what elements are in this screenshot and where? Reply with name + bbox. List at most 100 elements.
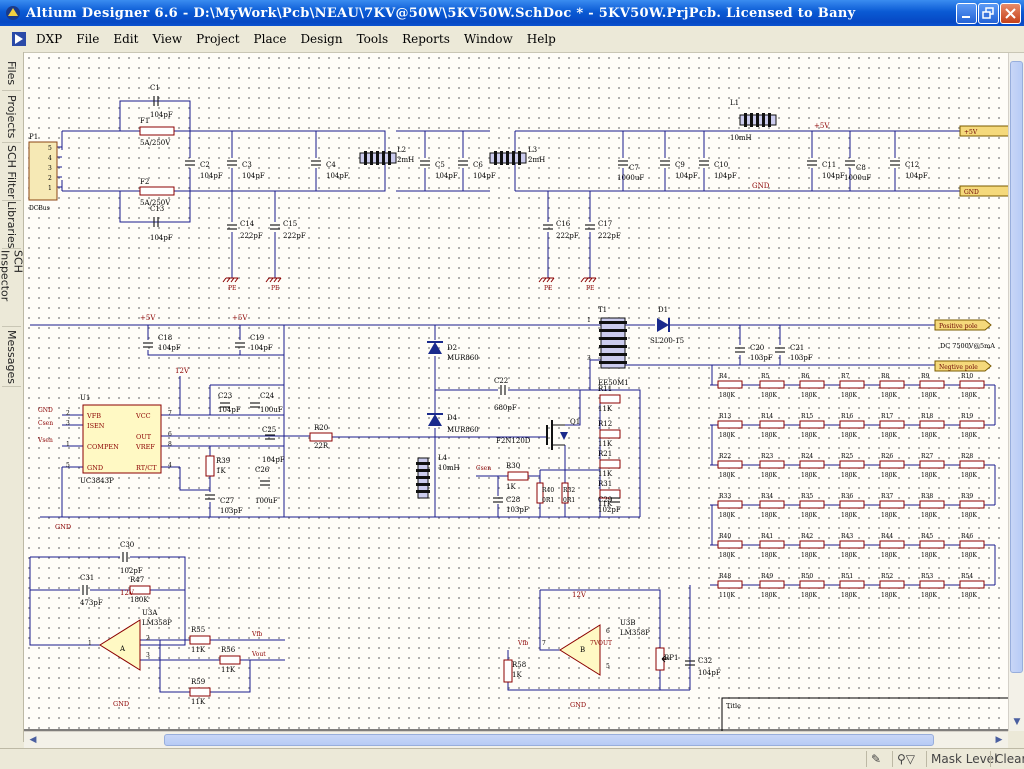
- schematic-label: 102pF: [120, 567, 143, 575]
- schematic-label: Vfb: [251, 631, 263, 638]
- schematic-label: R53: [921, 573, 933, 580]
- mask-level-button[interactable]: Mask Level: [926, 751, 1001, 767]
- schematic-label: 180K: [881, 392, 897, 399]
- menu-project[interactable]: Project: [196, 32, 240, 46]
- schematic-label: R13: [719, 413, 731, 420]
- resistor-divider: [959, 580, 985, 589]
- schematic-label: LM358P: [142, 619, 172, 627]
- schematic-label: R18: [921, 413, 933, 420]
- ic-pin-number: 5: [66, 462, 70, 469]
- schematic-label: C5: [435, 161, 445, 169]
- schematic-label: 11K: [598, 405, 613, 413]
- scroll-right-arrow-icon[interactable]: ▶: [995, 735, 1003, 745]
- resistor-feedback: [599, 429, 621, 439]
- dxp-logo-icon[interactable]: [12, 32, 26, 46]
- resistor-feedback: [599, 394, 621, 404]
- schematic-label: R35: [801, 493, 813, 500]
- schematic-label: 104pF: [200, 172, 223, 180]
- schematic-label: R11: [598, 385, 612, 393]
- tab-sch-inspector[interactable]: SCH Inspector: [0, 250, 25, 327]
- resistor-divider: [959, 540, 985, 549]
- vertical-scrollbar[interactable]: ▼: [1008, 53, 1024, 731]
- schematic-label: MUR860: [447, 354, 479, 362]
- schematic-label: 180K: [801, 432, 817, 439]
- restore-button[interactable]: [978, 3, 999, 24]
- schematic-label: R41: [761, 533, 773, 540]
- y-capacitor: [543, 224, 553, 230]
- title-bar: Altium Designer 6.6 - D:\MyWork\Pcb\NEAU…: [0, 0, 1024, 26]
- resistor-divider: [717, 500, 743, 509]
- schematic-label: R28: [961, 453, 973, 460]
- schematic-label: 180K: [841, 472, 857, 479]
- filter-icon[interactable]: ⚲▽: [892, 751, 927, 767]
- menu-window[interactable]: Window: [463, 32, 513, 46]
- schematic-label: R49: [761, 573, 773, 580]
- schematic-label: 180K: [921, 552, 937, 559]
- menu-edit[interactable]: Edit: [113, 32, 139, 46]
- schematic-label: 1000uF: [844, 174, 871, 182]
- scroll-left-arrow-icon[interactable]: ◀: [29, 735, 37, 745]
- vertical-scroll-thumb[interactable]: [1010, 61, 1023, 673]
- net-port: [934, 360, 992, 372]
- schematic-label: R46: [961, 533, 973, 540]
- schematic-label: R24: [801, 453, 813, 460]
- schematic-label: 180K: [761, 472, 777, 479]
- menu-file[interactable]: File: [76, 32, 100, 46]
- horizontal-scroll-thumb[interactable]: [164, 734, 934, 746]
- menu-dxp[interactable]: DXP: [36, 32, 63, 46]
- schematic-label: C11: [822, 161, 836, 169]
- menu-reports[interactable]: Reports: [402, 32, 450, 46]
- schematic-label: 180K: [841, 512, 857, 519]
- tab-projects[interactable]: Projects: [2, 92, 21, 143]
- resistor-r30: [507, 471, 529, 481]
- schematic-label: 7VOUT: [590, 640, 612, 647]
- resistor-r55: [189, 635, 211, 645]
- ic-pin-name: OUT: [136, 433, 152, 441]
- tab-files[interactable]: Files: [2, 56, 21, 91]
- filter-capacitor: [420, 160, 430, 166]
- tab-libraries[interactable]: Libraries: [2, 201, 21, 249]
- tab-sch-filter[interactable]: SCH Filter: [2, 144, 21, 201]
- close-button[interactable]: [1000, 3, 1021, 24]
- close-icon: [1005, 8, 1016, 19]
- pen-icon[interactable]: ✎: [866, 751, 891, 767]
- menu-tools[interactable]: Tools: [356, 32, 389, 46]
- altium-app-icon[interactable]: [5, 5, 21, 21]
- resistor-divider: [839, 500, 865, 509]
- menu-help[interactable]: Help: [526, 32, 556, 46]
- schematic-label: 104pF: [714, 172, 737, 180]
- schematic-label: 5: [606, 663, 610, 670]
- menu-view[interactable]: View: [152, 32, 183, 46]
- menu-design[interactable]: Design: [300, 32, 343, 46]
- inductor-l3: [489, 151, 527, 165]
- menu-place[interactable]: Place: [253, 32, 287, 46]
- scroll-down-arrow-icon[interactable]: ▼: [1013, 717, 1021, 727]
- tab-messages[interactable]: Messages: [2, 328, 21, 387]
- schematic-label: A: [119, 645, 126, 653]
- schematic-label: R14: [761, 413, 773, 420]
- fuse-f1: [139, 126, 175, 136]
- resistor-divider: [919, 500, 945, 509]
- schematic-label: 180K: [719, 432, 735, 439]
- pe-label: PE: [271, 285, 279, 292]
- schematic-label: 104pF: [150, 111, 173, 119]
- horizontal-scrollbar[interactable]: ◀ ▶: [24, 731, 1008, 749]
- resistor-divider: [919, 420, 945, 429]
- schematic-label: T1: [598, 306, 607, 314]
- schematic-label: U3A: [142, 609, 158, 617]
- clear-button[interactable]: Clear: [990, 751, 1024, 767]
- schematic-label: 180K: [921, 472, 937, 479]
- schematic-label: D1: [658, 306, 668, 314]
- schematic-label: R40: [542, 487, 554, 494]
- schematic-label: 180K: [761, 552, 777, 559]
- schematic-label: 104pF: [242, 172, 265, 180]
- schematic-label: 222pF: [283, 232, 306, 240]
- schematic-label: 104pF: [218, 406, 241, 414]
- pe-label: PE: [586, 285, 594, 292]
- schematic-label: 180K: [961, 512, 977, 519]
- capacitor-c19: [235, 342, 245, 348]
- schematic-label: 180K: [761, 432, 777, 439]
- minimize-button[interactable]: [956, 3, 977, 24]
- resistor-r59: [189, 687, 211, 697]
